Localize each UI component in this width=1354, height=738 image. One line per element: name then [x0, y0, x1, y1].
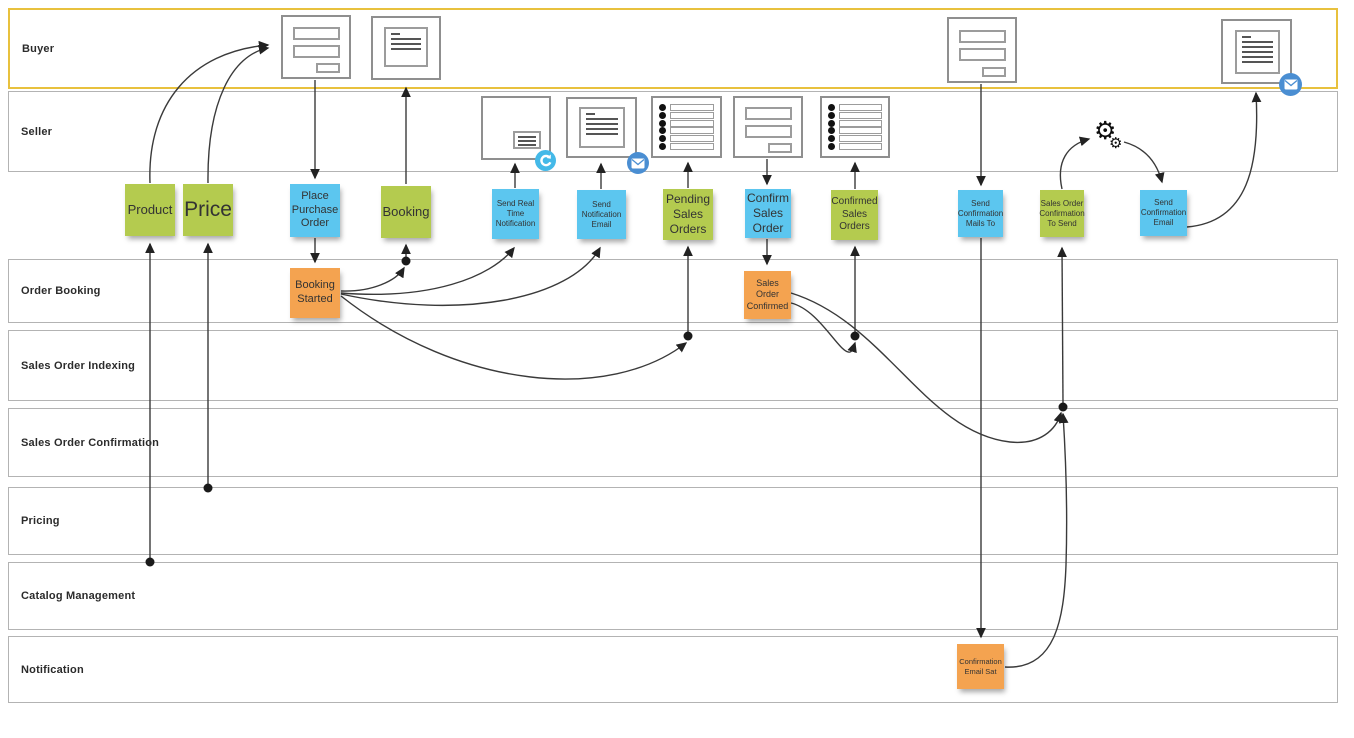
- note-send-notification-email[interactable]: Send Notification Email: [577, 190, 626, 239]
- lane-label-sales-order-indexing: Sales Order Indexing: [21, 359, 136, 372]
- wireframe-document-buyer[interactable]: [371, 16, 441, 80]
- wireframe-form-buyer[interactable]: [281, 15, 351, 79]
- lane-buyer[interactable]: Buyer: [8, 8, 1338, 89]
- lane-notification[interactable]: Notification: [8, 636, 1338, 703]
- lane-label-notification: Notification: [21, 663, 84, 676]
- note-booking-started[interactable]: Booking Started: [290, 268, 340, 318]
- note-product[interactable]: Product: [125, 184, 175, 236]
- note-confirmed-sales-orders[interactable]: Confirmed Sales Orders: [831, 190, 878, 240]
- note-confirm-sales-order[interactable]: Confirm Sales Order: [745, 189, 791, 238]
- gears-icon: ⚙ ⚙: [1094, 117, 1123, 152]
- note-place-purchase-order[interactable]: Place Purchase Order: [290, 184, 340, 237]
- lane-label-order-booking: Order Booking: [21, 285, 101, 297]
- lane-order-booking[interactable]: Order Booking: [8, 259, 1338, 323]
- note-send-confirmation-mails-to[interactable]: Send Confirmation Mails To: [958, 190, 1003, 237]
- lane-label-buyer: Buyer: [22, 42, 55, 55]
- email-icon: [1279, 73, 1302, 96]
- note-pending-sales-orders[interactable]: Pending Sales Orders: [663, 189, 713, 240]
- wireframe-form-confirm-order[interactable]: [733, 96, 803, 158]
- lane-sales-order-indexing[interactable]: Sales Order Indexing: [8, 330, 1338, 401]
- lane-label-pricing: Pricing: [21, 515, 60, 527]
- wireframe-list-pending-orders[interactable]: [651, 96, 722, 158]
- lane-catalog-management[interactable]: Catalog Management: [8, 562, 1338, 630]
- wireframe-confirmation-email-document[interactable]: [1221, 19, 1292, 84]
- note-send-confirmation-email[interactable]: Send Confirmation Email: [1140, 190, 1187, 236]
- email-icon: [627, 152, 649, 174]
- note-sales-order-confirmation-to-send[interactable]: Sales Order Confirmation To Send: [1039, 190, 1085, 237]
- note-booking[interactable]: Booking: [381, 186, 431, 238]
- refresh-icon: [535, 150, 556, 171]
- note-send-real-time-notification[interactable]: Send Real Time Notification: [492, 189, 539, 239]
- lane-label-sales-order-confirmation: Sales Order Confirmation: [21, 436, 160, 449]
- note-price[interactable]: Price: [183, 184, 233, 236]
- wireframe-form-confirmation-mail[interactable]: [947, 17, 1017, 83]
- note-sales-order-confirmed[interactable]: Sales Order Confirmed: [744, 271, 791, 319]
- lane-label-catalog-management: Catalog Management: [21, 590, 136, 602]
- wireframe-email-document[interactable]: [566, 97, 637, 158]
- lane-sales-order-confirmation[interactable]: Sales Order Confirmation: [8, 408, 1338, 477]
- wireframe-list-confirmed-orders[interactable]: [820, 96, 890, 158]
- wireframe-realtime-panel[interactable]: [481, 96, 551, 160]
- lane-label-seller: Seller: [21, 125, 53, 138]
- connection-dots: [145, 256, 1068, 567]
- lane-pricing[interactable]: Pricing: [8, 487, 1338, 555]
- note-confirmation-email-sat[interactable]: Confirmation Email Sat: [957, 644, 1004, 689]
